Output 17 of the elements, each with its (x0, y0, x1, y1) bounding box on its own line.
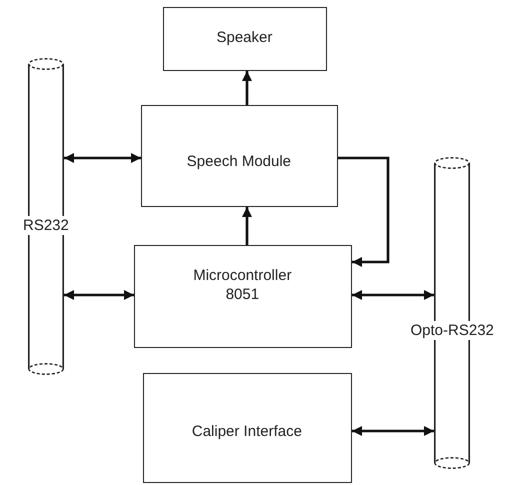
process-box (141, 105, 338, 207)
node-label: Caliper Interface (190, 422, 303, 441)
process-box (163, 7, 327, 71)
arrow (64, 153, 141, 163)
node-label: Opto-RS232 (410, 321, 495, 340)
process-box (134, 245, 352, 348)
arrow (352, 290, 434, 300)
arrow (338, 156, 390, 267)
arrow (242, 207, 252, 245)
node-label: Microcontroller 8051 (192, 266, 293, 304)
arrow (64, 290, 134, 300)
node-label: Speech Module (186, 152, 292, 171)
process-box (143, 373, 352, 483)
arrow (352, 426, 434, 436)
node-label: Speaker (215, 28, 274, 47)
arrow (242, 71, 252, 105)
node-label: RS232 (22, 216, 70, 235)
